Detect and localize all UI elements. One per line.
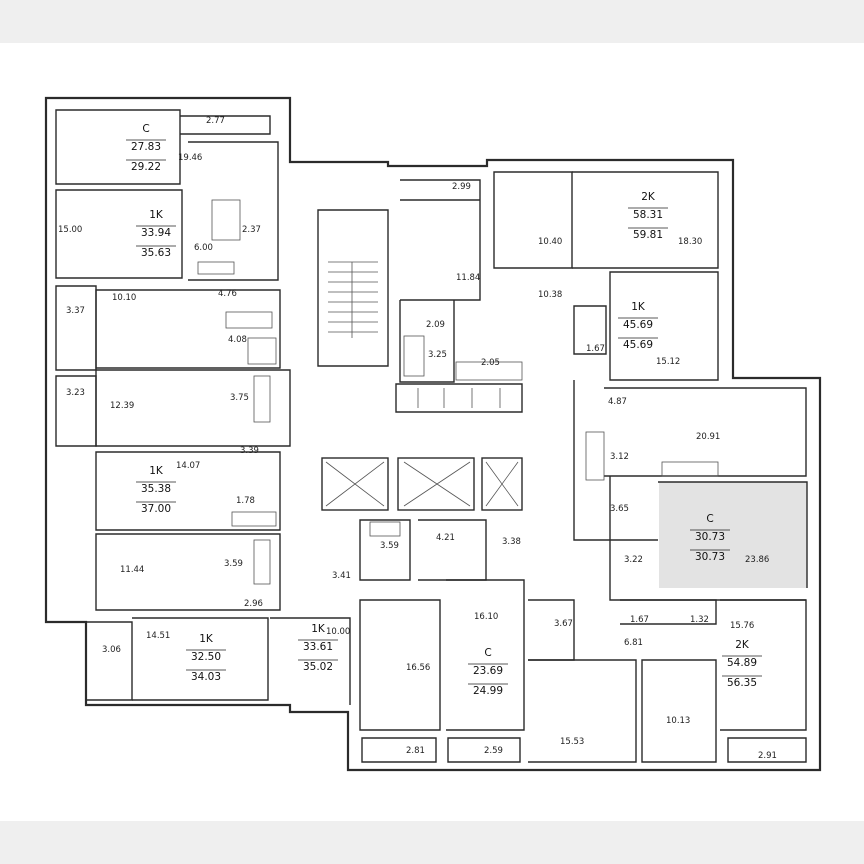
room-area-label: 3.37 [66,306,85,316]
unit-total-area: 29.22 [131,161,161,173]
room-area-label: 3.39 [240,446,259,456]
room-area-label: 2.96 [244,599,263,609]
unit-living-area: 33.94 [141,227,171,239]
room-area-label: 3.12 [610,452,629,462]
room-area-label: 2.77 [206,116,225,126]
unit-total-area: 35.63 [141,247,171,259]
unit-living-area: 35.38 [141,483,171,495]
unit-type-label: 2K [641,191,656,203]
unit-total-area: 56.35 [727,677,757,689]
room-area-label: 10.13 [666,716,690,726]
room-area-label: 2.05 [481,358,500,368]
room-area-label: 3.67 [554,619,573,629]
room-area-label: 2.91 [758,751,777,761]
room-area-label: 2.59 [484,746,503,756]
unit-living-area: 23.69 [473,665,503,677]
room-area-label: 1.32 [690,615,709,625]
unit-living-area: 33.61 [303,641,333,653]
room-area-label: 23.86 [745,555,769,565]
room-area-label: 1.78 [236,496,255,506]
room-area-label: 18.30 [678,237,702,247]
room-area-label: 1.67 [586,344,605,354]
unit-type-label: 1K [149,465,164,477]
unit-type-label: 1K [149,209,164,221]
room-area-label: 10.00 [326,627,350,637]
room-area-label: 2.81 [406,746,425,756]
unit-type-label: C [142,123,149,135]
room-area-label: 3.75 [230,393,249,403]
room-area-label: 3.59 [380,541,399,551]
room-area-label: 14.07 [176,461,200,471]
left-wing-walls [55,109,351,705]
room-area-label: 6.00 [194,243,213,253]
room-area-label: 3.65 [610,504,629,514]
room-area-label: 3.41 [332,571,351,581]
room-area-label: 1.67 [630,615,649,625]
unit-living-area: 30.73 [695,531,725,543]
room-area-label: 4.08 [228,335,247,345]
room-area-label: 20.91 [696,432,720,442]
unit-living-area: 32.50 [191,651,221,663]
right-upper-walls [399,171,808,601]
room-area-label: 4.76 [218,289,237,299]
room-area-label: 10.40 [538,237,562,247]
unit-type-label: C [484,647,491,659]
room-area-label: 3.59 [224,559,243,569]
room-area-label: 10.10 [112,293,136,303]
room-area-label: 2.09 [426,320,445,330]
building-outline [44,96,822,772]
unit-type-label: 2K [735,639,750,651]
room-area-label: 15.53 [560,737,584,747]
unit-total-area: 24.99 [473,685,503,697]
unit-living-area: 45.69 [623,319,653,331]
room-area-label: 15.76 [730,621,754,631]
unit-living-area: 27.83 [131,141,161,153]
unit-total-area: 37.00 [141,503,171,515]
floor-plan-labels: C 27.83 29.22 1K 33.94 35.63 1K 35.38 37.00 1K 32.… [58,116,777,761]
room-area-label: 6.81 [624,638,643,648]
bottom-band-walls [359,519,807,763]
unit-total-area: 35.02 [303,661,333,673]
unit-living-area: 54.89 [727,657,757,669]
room-area-label: 10.38 [538,290,562,300]
room-area-label: 3.25 [428,350,447,360]
room-area-label: 15.12 [656,357,680,367]
floor-plan-sheet [0,43,864,821]
room-area-label: 11.84 [456,273,480,283]
room-area-label: 2.99 [452,182,471,192]
unit-type-label: 1K [311,623,326,635]
core-walls [317,209,523,511]
room-area-label: 16.10 [474,612,498,622]
room-area-label: 4.21 [436,533,455,543]
room-area-label: 2.37 [242,225,261,235]
room-area-label: 14.51 [146,631,170,641]
unit-total-area: 30.73 [695,551,725,563]
room-area-label: 4.87 [608,397,627,407]
room-area-label: 19.46 [178,153,202,163]
unit-type-label: C [706,513,713,525]
unit-total-area: 45.69 [623,339,653,351]
room-area-label: 3.38 [502,537,521,547]
unit-total-area: 59.81 [633,229,663,241]
room-area-label: 11.44 [120,565,144,575]
room-area-label: 3.06 [102,645,121,655]
highlighted-apartment [659,482,807,588]
room-area-label: 3.23 [66,388,85,398]
room-area-label: 3.22 [624,555,643,565]
unit-living-area: 58.31 [633,209,663,221]
unit-total-area: 34.03 [191,671,221,683]
room-area-label: 15.00 [58,225,82,235]
unit-type-label: 1K [199,633,214,645]
room-area-label: 12.39 [110,401,134,411]
unit-type-label: 1K [631,301,646,313]
room-area-label: 16.56 [406,663,430,673]
